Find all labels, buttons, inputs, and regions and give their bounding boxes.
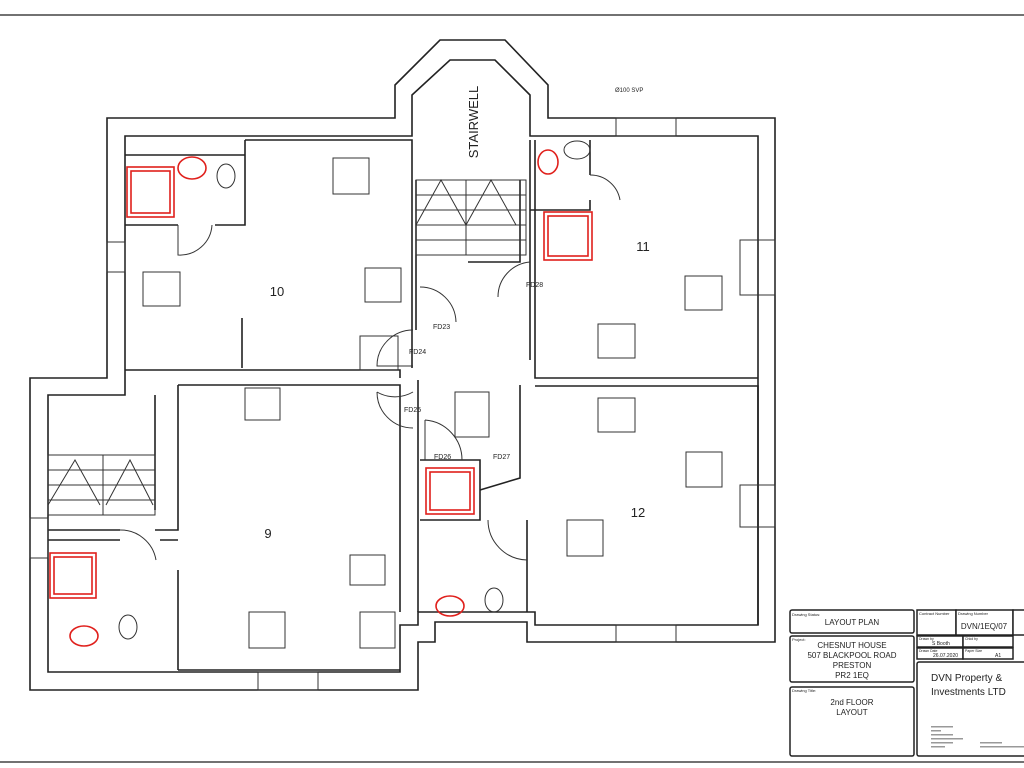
door-label-fd23: FD23	[433, 324, 450, 331]
drawing-title-label: Drawing Title:	[792, 688, 816, 693]
room-label-9: 9	[264, 526, 271, 541]
project-line: 507 BLACKPOOL ROAD	[807, 651, 896, 660]
shower-trays	[49, 166, 593, 599]
drawing-title-line: 2nd FLOOR	[830, 698, 873, 707]
stairs-main	[415, 178, 527, 256]
door-swings	[119, 174, 621, 561]
door-label-fd25: FD25	[404, 407, 421, 414]
drawing-number: DVN/1EQ/07	[961, 622, 1008, 631]
drawing-number-label: Drawing Number	[958, 611, 989, 616]
company-address-fineprint	[931, 726, 1024, 748]
windows	[29, 117, 776, 691]
project-line: PRESTON	[833, 661, 872, 670]
paper-size: A1	[995, 653, 1001, 659]
project-line: CHESNUT HOUSE	[817, 641, 886, 650]
paper-size-label: Paper Size	[965, 649, 982, 653]
stairwell-label: STAIRWELL	[466, 86, 481, 158]
svp-label: Ø100 SVP	[615, 88, 643, 94]
project-label: Project:	[792, 637, 806, 642]
drawing-status: LAYOUT PLAN	[825, 618, 880, 627]
room-label-10: 10	[270, 284, 284, 299]
drawn-date: 26.07.2020	[933, 653, 958, 659]
stairs-left	[47, 454, 156, 516]
furniture-units	[142, 157, 723, 649]
internal-walls	[48, 139, 759, 671]
room-label-12: 12	[631, 505, 645, 520]
drawing-status-label: Drawing Status:	[792, 612, 820, 617]
inner-wall	[47, 59, 759, 673]
door-label-fd26: FD26	[434, 454, 451, 461]
door-label-fd27: FD27	[493, 454, 510, 461]
drawn-by: S Booth	[932, 641, 950, 647]
drawn-date-label: Drawn Date	[919, 649, 938, 653]
door-label-fd24: FD24	[409, 349, 426, 356]
basins-and-toilets	[69, 140, 591, 647]
drawing-title-line: LAYOUT	[836, 708, 868, 717]
outer-wall	[29, 39, 776, 691]
title-block: Drawing Status: LAYOUT PLAN Project: CHE…	[789, 609, 1024, 757]
company-name: Investments LTD	[931, 687, 1006, 698]
company-name: DVN Property &	[931, 673, 1002, 684]
drawn-by-label: Drawn by	[919, 637, 934, 641]
checked-by-label: Chkd by	[965, 637, 978, 641]
room-label-11: 11	[636, 239, 650, 254]
contract-number-label: Contract Number	[919, 611, 950, 616]
door-label-fd28: FD28	[526, 282, 543, 289]
project-line: PR2 1EQ	[835, 671, 869, 680]
